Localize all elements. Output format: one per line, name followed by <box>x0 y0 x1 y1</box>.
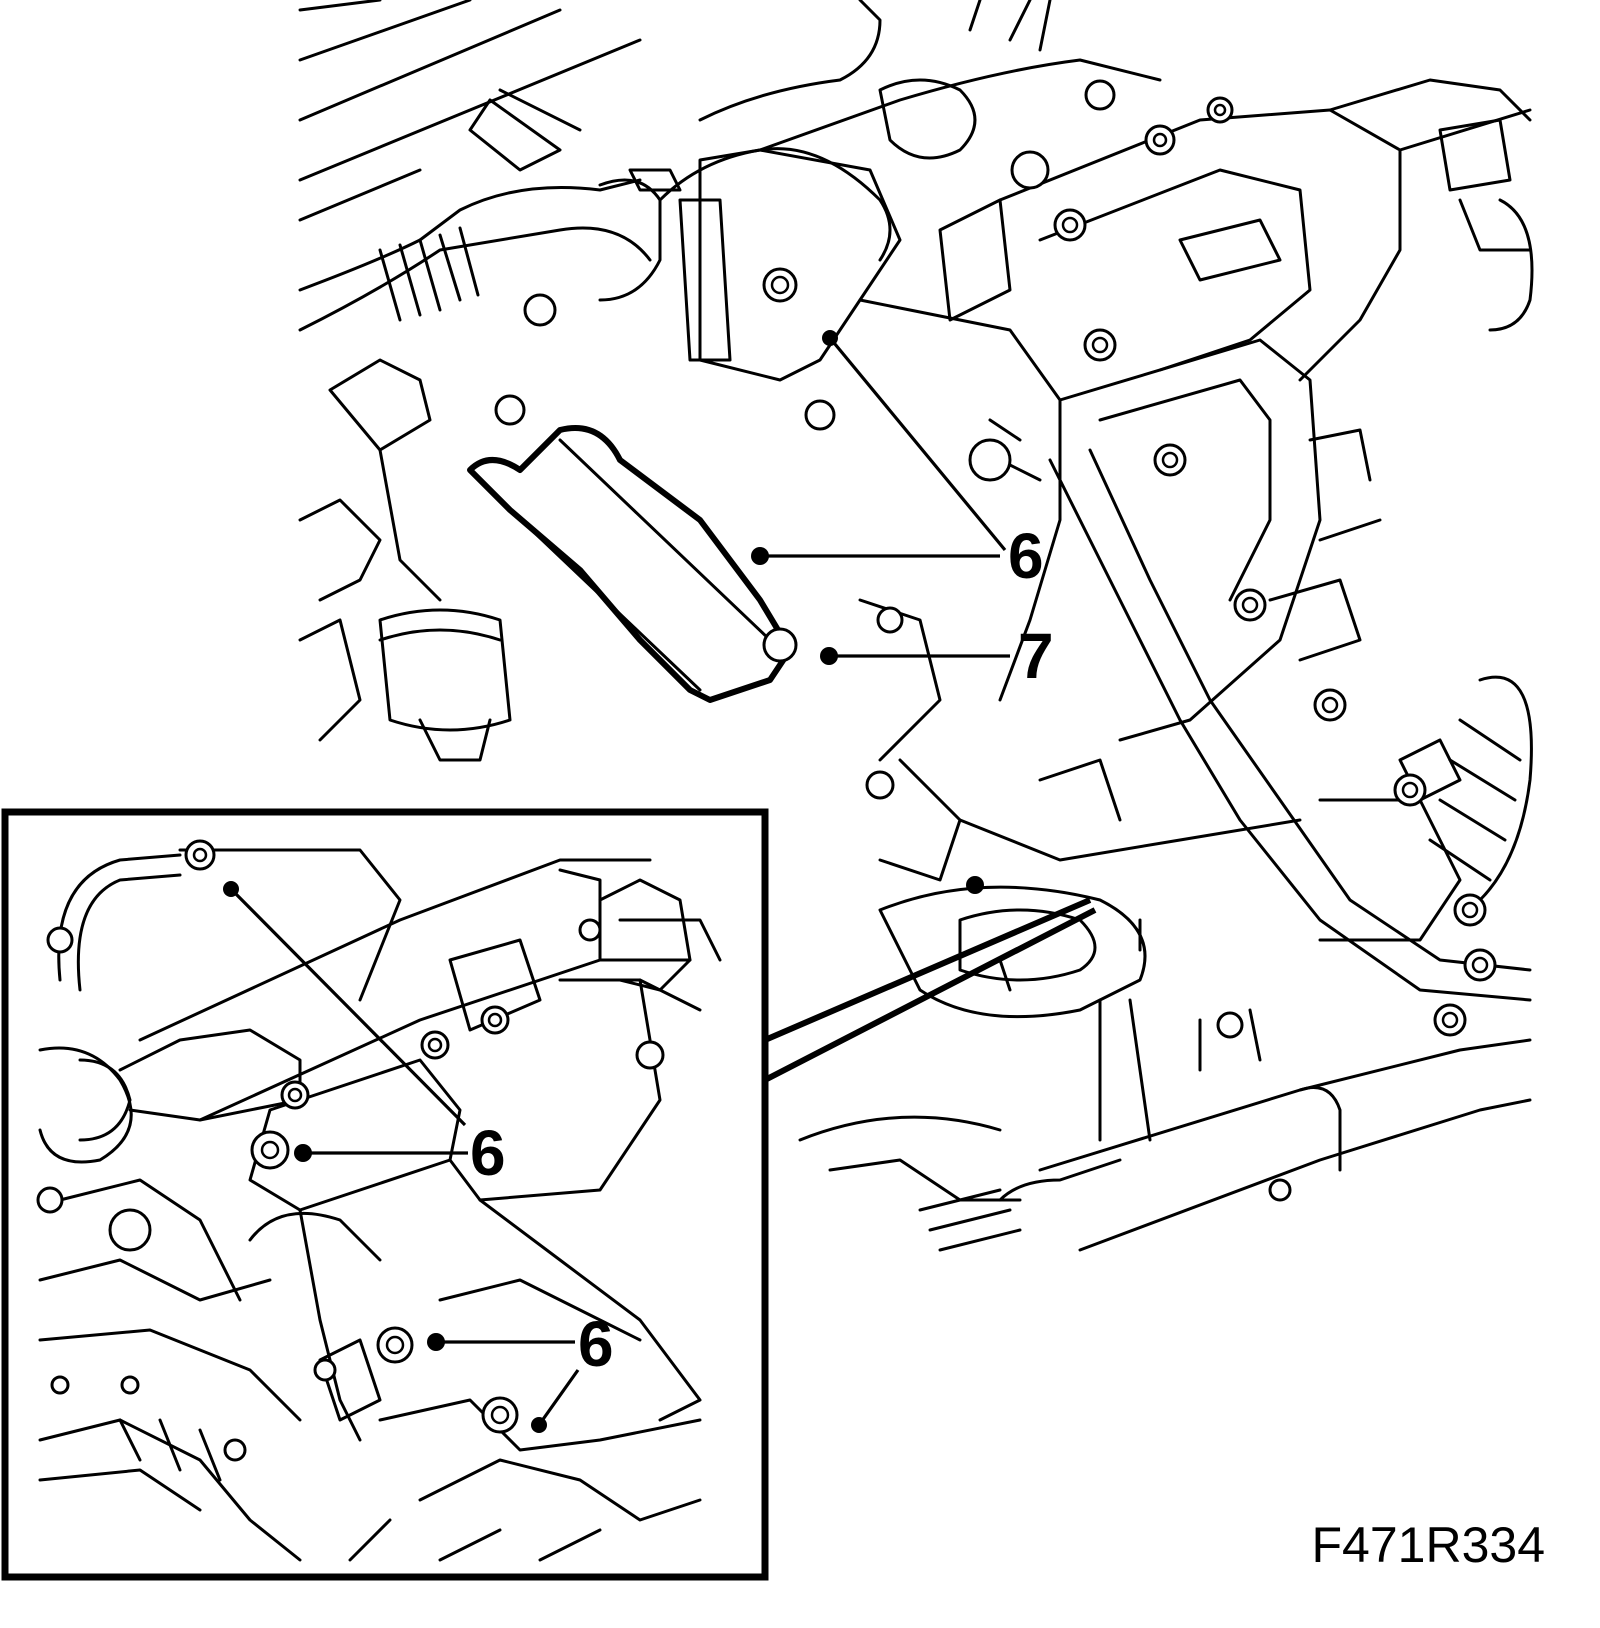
inset-linework <box>38 848 722 1562</box>
callout-label: 7 <box>1018 620 1054 692</box>
callout-label: 6 <box>1008 520 1044 592</box>
main-view-bolts <box>494 79 1497 1202</box>
callout-6-inset-lower: 6 <box>427 1308 614 1433</box>
callout-6-inset-upper: 6 <box>223 881 506 1189</box>
callout-label: 6 <box>578 1308 614 1380</box>
callout-7-main: 7 <box>820 620 1054 692</box>
inset-pointer-line <box>763 897 1097 1083</box>
figure-id-label: F471R334 <box>1312 1517 1546 1573</box>
main-view: 6 7 <box>298 0 1534 1252</box>
callout-6-main: 6 <box>751 330 1044 592</box>
callout-label: 6 <box>470 1117 506 1189</box>
inset-detail: 6 6 <box>1 808 769 1581</box>
inset-bolts <box>36 839 665 1462</box>
heat-shield-bracket <box>467 425 793 703</box>
